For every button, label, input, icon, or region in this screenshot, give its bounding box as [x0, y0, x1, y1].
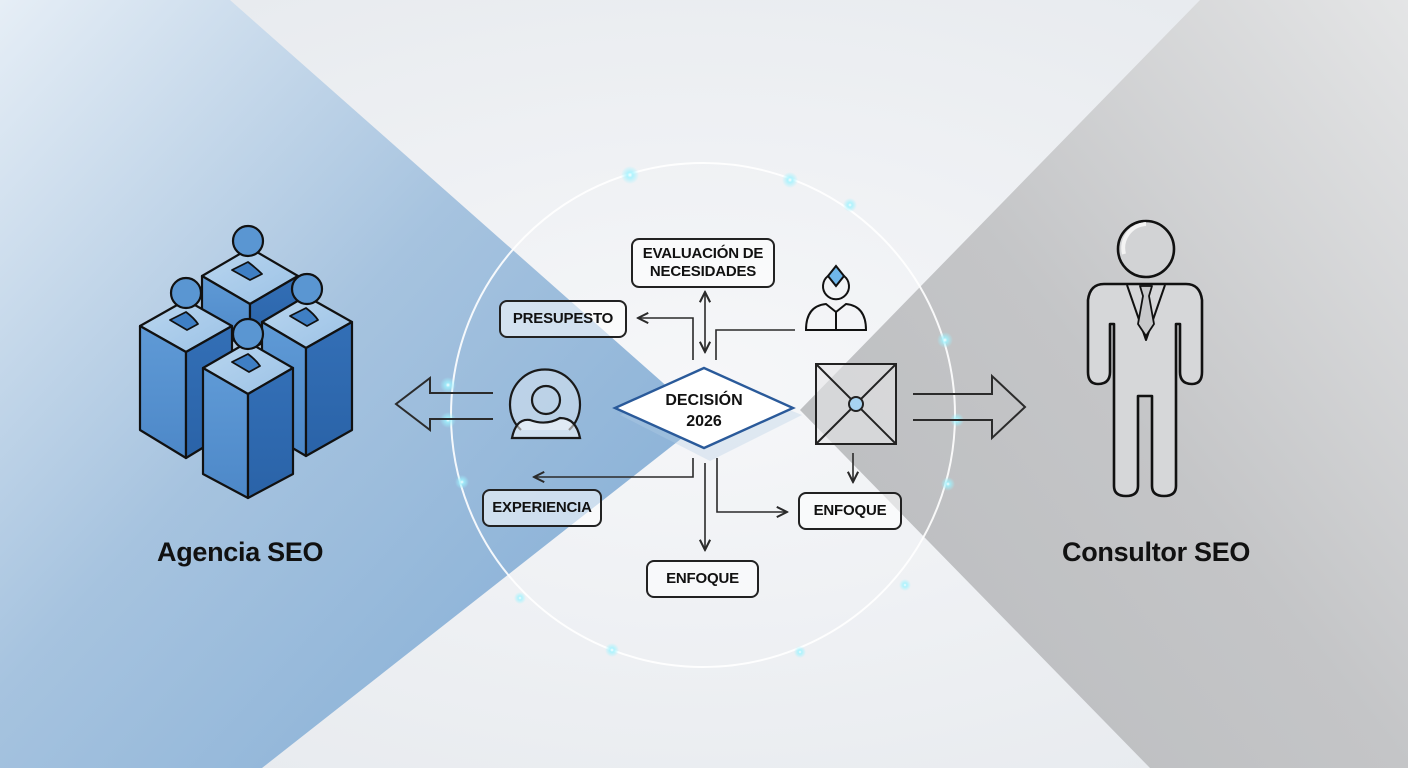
envelope-box-icon	[815, 363, 897, 445]
decision-label-line2: 2026	[686, 413, 722, 430]
connector-lines	[534, 292, 853, 550]
connector-experience	[534, 458, 694, 477]
connector-focus-right	[716, 458, 787, 512]
node-needs-line2: NECESIDADES	[649, 263, 757, 280]
node-focus-right: ENFOQUE	[798, 492, 902, 530]
consultant-title: Consultor SEO	[1062, 537, 1251, 567]
person-in-suit-icon	[1086, 219, 1204, 498]
profile-avatar-icon	[508, 368, 582, 440]
circle-glow-points	[440, 166, 964, 658]
agency-title: Agencia SEO	[157, 537, 324, 567]
node-experience: EXPERIENCIA	[482, 489, 602, 527]
node-focus-bottom: ENFOQUE	[646, 560, 759, 598]
node-needs-assessment: EVALUACIÓN DE NECESIDADES	[631, 238, 775, 288]
node-budget: PRESUPESTO	[499, 300, 627, 338]
expert-person-icon	[804, 264, 868, 331]
arrow-right-to-consultant	[913, 373, 1027, 441]
node-needs-line1: EVALUACIÓN DE	[642, 245, 764, 262]
arrow-left-to-agency	[394, 375, 493, 433]
decision-label: DECISIÓN 2026	[644, 390, 764, 432]
decision-diamond	[612, 366, 796, 450]
connector-budget	[638, 318, 694, 360]
connector-expert	[715, 329, 795, 360]
team-building-blocks-icon	[138, 224, 354, 500]
decision-label-line1: DECISIÓN	[665, 392, 743, 409]
